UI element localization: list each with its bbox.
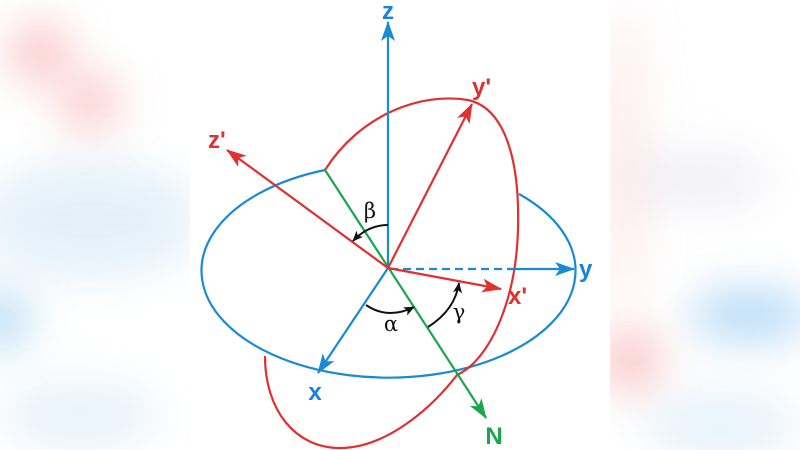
z-prime-axis bbox=[226, 149, 389, 269]
y-prime-label: y' bbox=[472, 74, 491, 101]
background-blob bbox=[0, 160, 200, 280]
x-axis-label: x bbox=[308, 379, 322, 406]
line-of-nodes-label: N bbox=[485, 423, 502, 450]
background-blob bbox=[690, 290, 800, 340]
beta-label: β bbox=[364, 199, 376, 223]
alpha-label: α bbox=[384, 312, 398, 336]
z-prime-label: z' bbox=[208, 127, 226, 154]
background-blob bbox=[640, 390, 800, 450]
background-blob bbox=[0, 380, 160, 450]
rotated-plane-ellipse bbox=[263, 97, 520, 450]
background-blob bbox=[600, 330, 660, 390]
z-axis-label: z bbox=[382, 0, 394, 25]
y-axis-label: y bbox=[579, 256, 593, 283]
diagram-panel bbox=[190, 0, 610, 450]
background-blob bbox=[10, 25, 70, 80]
x-prime-label: x' bbox=[508, 283, 527, 310]
fixed-plane-ellipse bbox=[200, 168, 577, 379]
beta-arc bbox=[352, 224, 389, 242]
background-blob bbox=[605, 10, 645, 310]
x-prime-axis bbox=[387, 266, 502, 293]
background-blob bbox=[630, 150, 770, 210]
alpha-arc bbox=[365, 304, 415, 316]
y-prime-axis bbox=[387, 103, 473, 269]
x-axis bbox=[317, 267, 389, 374]
background-blob bbox=[60, 75, 120, 130]
gamma-arc bbox=[427, 282, 462, 328]
gamma-label: γ bbox=[453, 300, 466, 324]
line-of-nodes bbox=[324, 169, 487, 419]
